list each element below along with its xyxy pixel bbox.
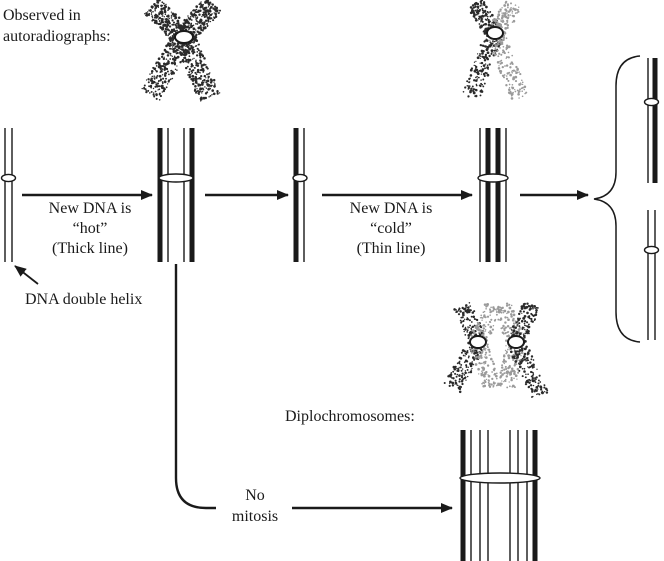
- cold-label-line2: “cold”: [370, 220, 412, 237]
- no-mitosis-line2: mitosis: [232, 508, 278, 525]
- cold-label-line3: (Thin line): [357, 240, 426, 257]
- diplochromosomes-label: Diplochromosomes:: [285, 408, 415, 425]
- hot-label-line1: New DNA is: [49, 200, 132, 217]
- autoradiograph-chromosome-half-labeled: [462, 0, 528, 100]
- no-mitosis-line1: No: [245, 487, 265, 504]
- observed-label-line1: Observed in: [3, 7, 81, 24]
- autoradiograph-diplochromosome: [443, 302, 549, 398]
- final-unlabeled-chromatid: [643, 210, 660, 340]
- arrow-helix-pointer: [14, 265, 39, 285]
- cold-label-line1: New DNA is: [350, 200, 433, 217]
- hot-label-line3: (Thick line): [52, 240, 128, 257]
- separated-chromatid: [292, 128, 308, 262]
- original-double-helix: [0, 128, 17, 262]
- diplochromosome: [459, 430, 541, 561]
- hot-replicated-chromatids: [157, 128, 195, 262]
- cold-replicated-chromatids: [477, 128, 509, 262]
- final-labeled-chromatid: [643, 58, 660, 183]
- autoradiograph-chromosome-hot: [141, 0, 222, 102]
- observed-label-line2: autoradiographs:: [3, 28, 111, 45]
- helix-label: DNA double helix: [25, 291, 142, 308]
- curly-brace: [593, 55, 641, 343]
- hot-label-line2: “hot”: [73, 220, 108, 237]
- arrow-no-mitosis: [174, 264, 452, 508]
